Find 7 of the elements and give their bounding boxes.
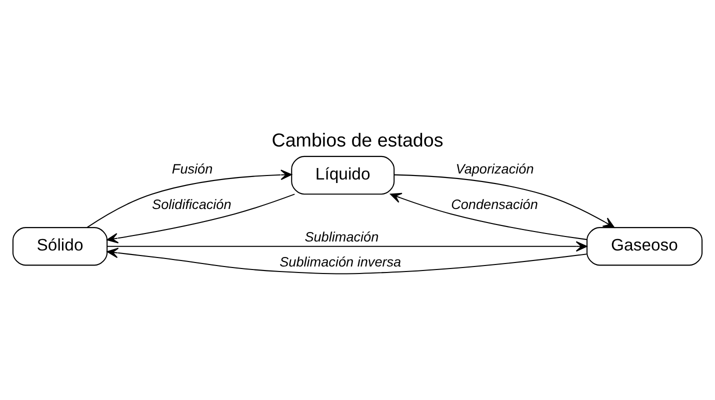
edge-label: Vaporización: [456, 161, 534, 176]
edge-label: Condensación: [451, 196, 538, 212]
edge-label: Solidificación: [152, 196, 232, 212]
edge-label: Sublimación: [304, 229, 379, 244]
edge-label: Sublimación inversa: [280, 254, 402, 270]
diagram-title: Cambios de estados: [272, 128, 444, 150]
edge-label: Fusión: [172, 161, 213, 176]
